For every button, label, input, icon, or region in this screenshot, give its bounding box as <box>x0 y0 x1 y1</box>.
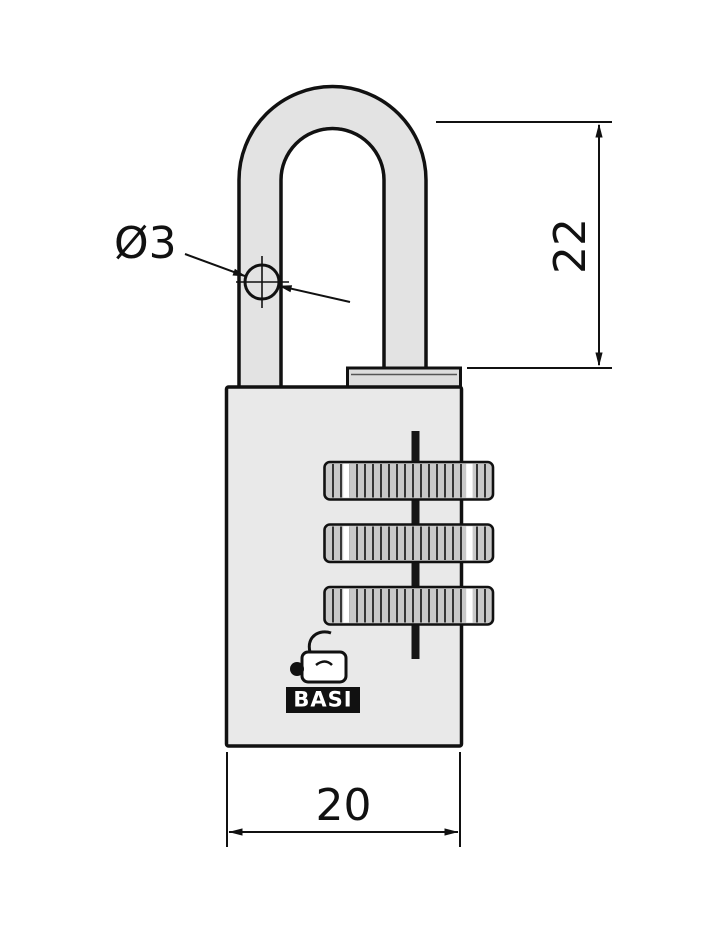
arrowhead-left <box>228 828 243 836</box>
brand-wordmark: BASI <box>286 687 360 713</box>
dial-wheel-1-slot-left <box>343 463 350 498</box>
width-label: 20 <box>316 780 372 831</box>
dimension-diameter: Ø3 <box>114 218 351 308</box>
dial-wheel-3 <box>323 585 495 626</box>
dial-wheel-3-slot-right <box>466 588 473 623</box>
height-label: 22 <box>545 218 596 274</box>
diameter-label: Ø3 <box>114 218 177 269</box>
leader-arrowhead-right <box>278 285 293 293</box>
dial-wheel-2 <box>323 523 495 564</box>
brand-logo: BASI <box>286 630 360 713</box>
dimension-width: 20 <box>226 752 461 847</box>
logo-curl <box>315 660 333 667</box>
arrowhead-up <box>595 123 603 138</box>
logo-ball <box>290 662 304 676</box>
logo-shackle-arc <box>307 630 332 653</box>
dial-wheel-1-slot-right <box>466 463 473 498</box>
shackle-collar <box>346 366 462 391</box>
padlock-logo-icon <box>290 630 348 684</box>
arrowhead-right <box>444 828 459 836</box>
shackle <box>237 84 428 394</box>
leader-arrowhead-left <box>232 268 246 277</box>
arrowhead-down <box>595 352 603 367</box>
dial-wheel-3-slot-left <box>343 588 350 623</box>
dial-wheel-2-slot-left <box>343 526 350 561</box>
dimension-height: 22 <box>436 121 612 369</box>
dial-wheel-2-slot-right <box>466 526 473 561</box>
dial-wheel-1 <box>323 460 495 501</box>
brand-wordmark-label: BASI <box>293 688 352 712</box>
